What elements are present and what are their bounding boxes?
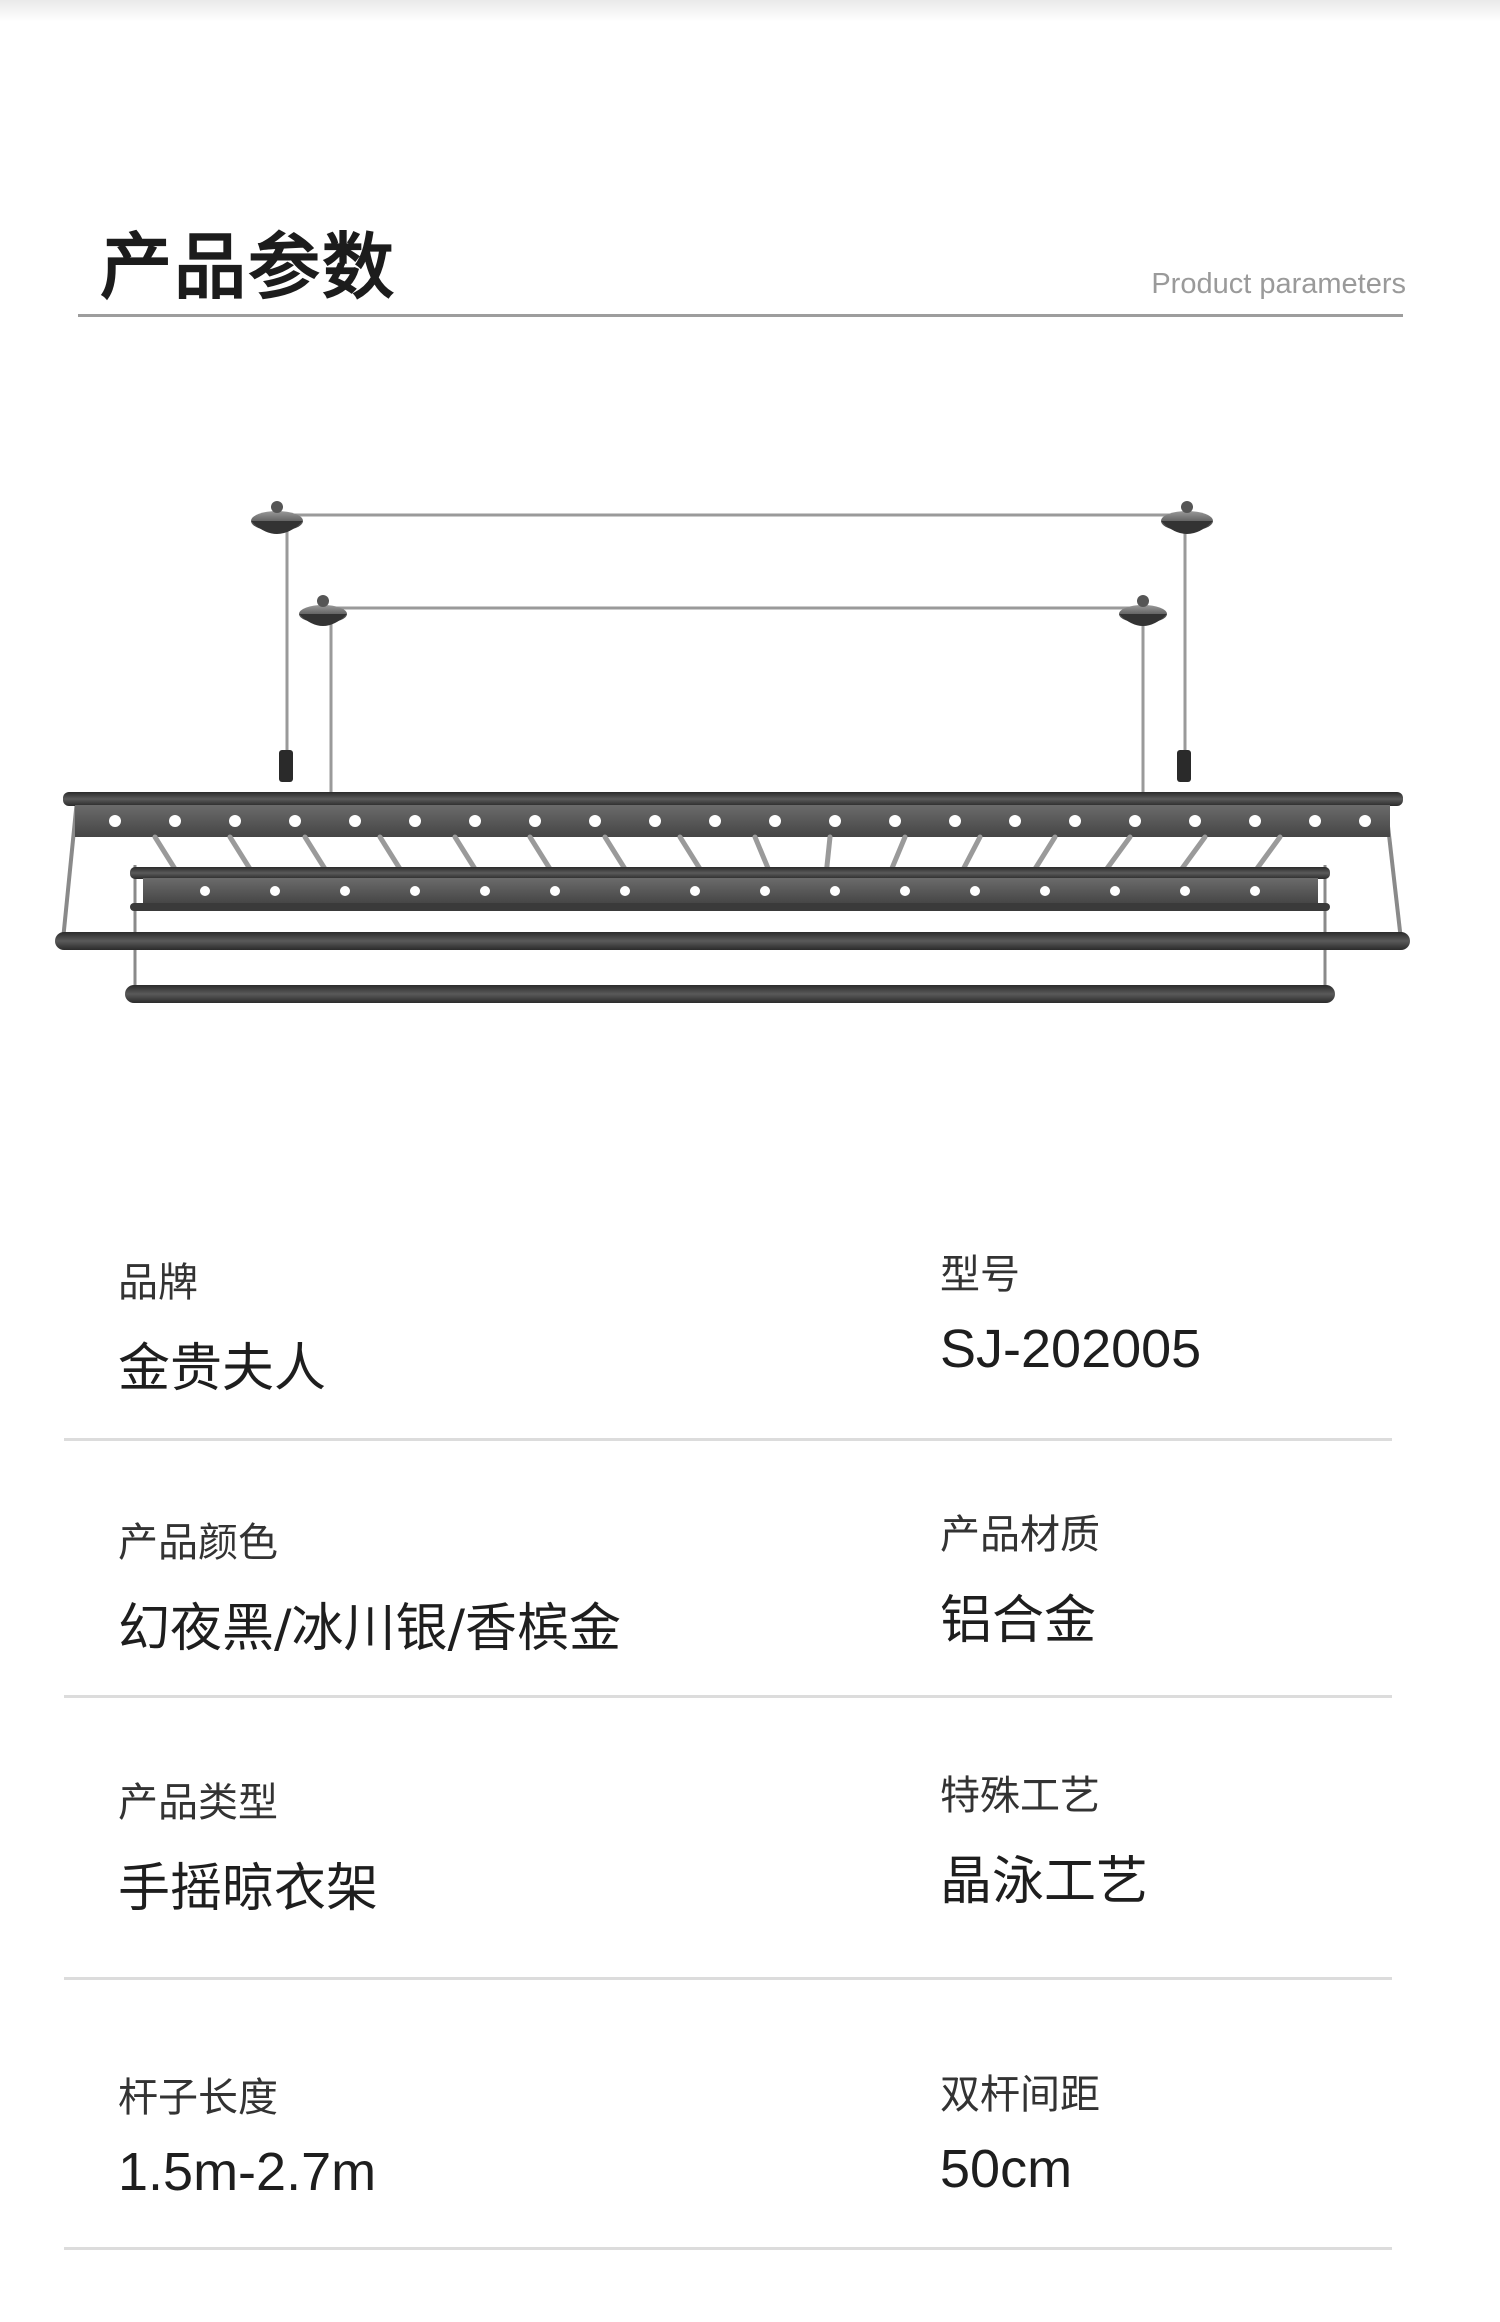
ceiling-mount xyxy=(1119,595,1167,626)
param-craft: 特殊工艺 晶泳工艺 xyxy=(940,1763,1148,1914)
param-color: 产品颜色 幻夜黑/冰川银/香槟金 xyxy=(118,1510,621,1661)
param-value: 铝合金 xyxy=(940,1591,1097,1651)
param-type: 产品类型 手摇晾衣架 xyxy=(118,1770,378,1921)
title-divider xyxy=(78,314,1403,317)
param-value: SJ-202005 xyxy=(940,1319,1202,1379)
param-value: 手摇晾衣架 xyxy=(118,1859,379,1919)
param-label: 品牌 xyxy=(118,1260,198,1306)
ceiling-mount xyxy=(251,501,303,534)
page-title: 产品参数 xyxy=(100,225,397,309)
page-subtitle: Product parameters xyxy=(1151,268,1406,300)
row-divider xyxy=(64,2247,1392,2250)
param-label: 双杆间距 xyxy=(940,2072,1100,2118)
row-divider xyxy=(64,1438,1392,1441)
ceiling-mount xyxy=(299,595,347,626)
param-label: 产品材质 xyxy=(940,1512,1100,1558)
param-label: 型号 xyxy=(940,1252,1020,1298)
param-rod-length: 杆子长度 1.5m-2.7m xyxy=(118,2065,376,2203)
param-value: 晶泳工艺 xyxy=(940,1852,1149,1912)
param-value: 50cm xyxy=(940,2139,1073,2199)
param-label: 产品颜色 xyxy=(118,1520,278,1566)
param-material: 产品材质 铝合金 xyxy=(940,1502,1100,1653)
ceiling-mount xyxy=(1161,501,1213,534)
row-divider xyxy=(64,1695,1392,1698)
top-shadow xyxy=(0,0,1500,22)
row-divider xyxy=(64,1977,1392,1980)
param-label: 杆子长度 xyxy=(118,2075,278,2121)
param-model: 型号 SJ-202005 xyxy=(940,1242,1201,1380)
param-value: 1.5m-2.7m xyxy=(118,2142,377,2202)
param-label: 特殊工艺 xyxy=(940,1773,1100,1819)
drying-rack-illustration xyxy=(55,501,1410,1003)
param-brand: 品牌 金贵夫人 xyxy=(118,1250,326,1401)
param-label: 产品类型 xyxy=(118,1780,278,1826)
param-rod-spacing: 双杆间距 50cm xyxy=(940,2062,1100,2200)
param-value: 金贵夫人 xyxy=(118,1339,327,1399)
param-value: 幻夜黑/冰川银/香槟金 xyxy=(118,1599,622,1659)
